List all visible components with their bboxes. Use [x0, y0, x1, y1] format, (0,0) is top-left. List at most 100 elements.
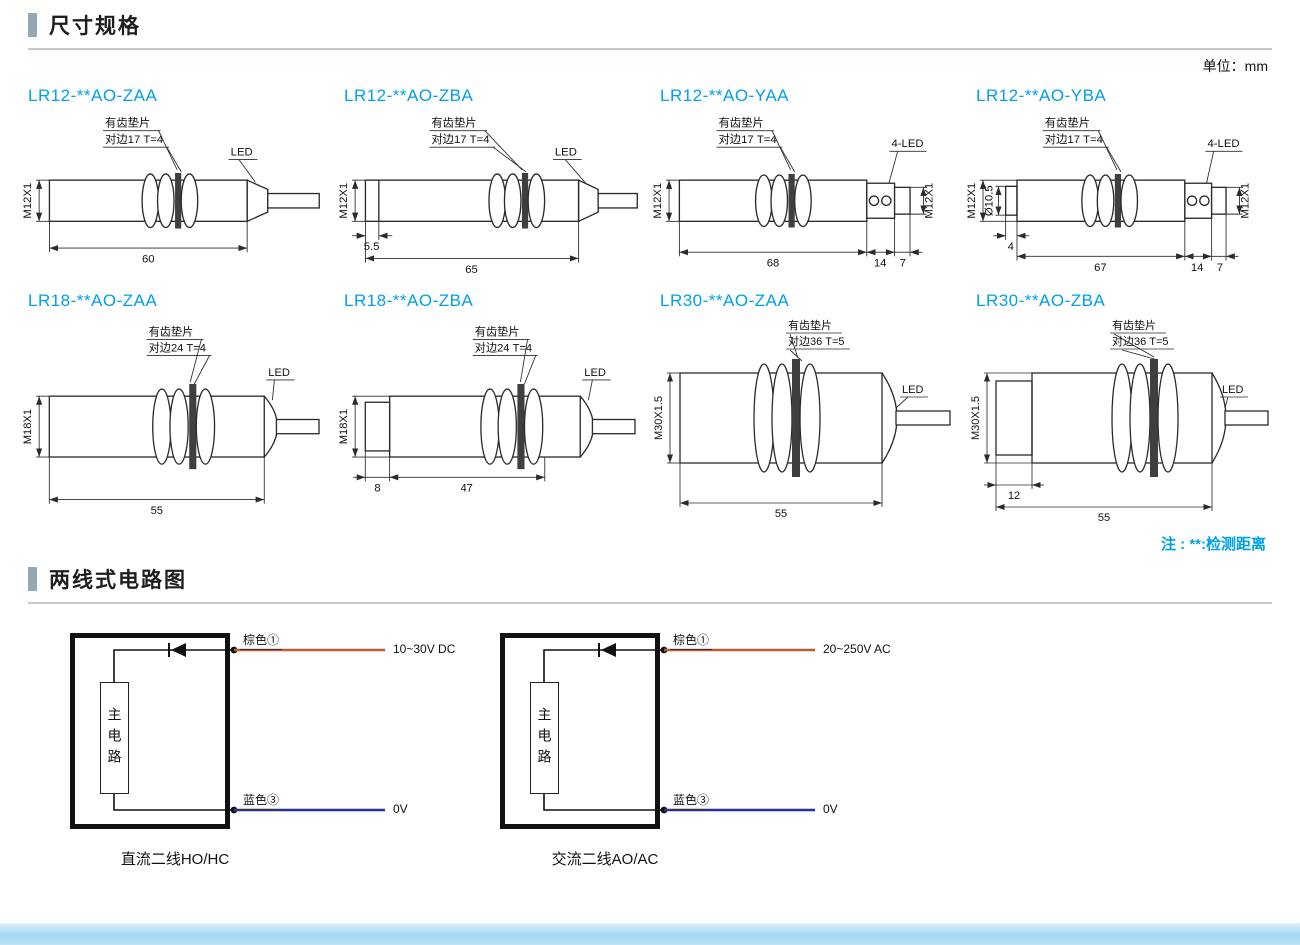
led-hole [1199, 195, 1210, 207]
cable [591, 418, 636, 435]
sleeve-dia-label: Ø10.5 [983, 185, 995, 216]
circuit-wiring [543, 643, 815, 814]
detection-distance-note: 注 : **:检测距离 [1160, 536, 1266, 553]
drawings-row-2: LR18-**AO-ZAA 有齿垫片 对边24 T=4 LED [0, 283, 1300, 529]
dimension-annotations: M12X1 5.5 65 [338, 179, 580, 276]
dimension-annotations: M12X1 M12X1 68 14 7 [652, 179, 936, 270]
length-dim: 65 [465, 264, 478, 276]
thread-rear-label: M12X1 [1240, 183, 1252, 219]
dimension-annotations: M18X1 8 47 [338, 395, 546, 494]
dimension-drawing: 有齿垫片 对边24 T=4 LED [22, 324, 320, 517]
rear-dome [881, 372, 898, 464]
flats-label: 对边17 T=4 [719, 132, 777, 146]
connector [893, 186, 911, 215]
callout-labels: 有齿垫片 对边36 T=5 LED [1110, 318, 1248, 409]
toothed-washer [792, 359, 800, 477]
dimension-drawing: 有齿垫片 对边36 T=5 LED [970, 318, 1269, 524]
led-label: LED [1222, 384, 1243, 396]
led-hole [1186, 195, 1198, 207]
sensor-outline [48, 172, 320, 229]
diode-icon [601, 643, 616, 657]
front-dim: 12 [1008, 490, 1020, 502]
length-dim: 55 [1098, 512, 1110, 524]
drawing-lr30-zba: LR30-**AO-ZBA 有齿垫片 对边36 T=5 LED [966, 283, 1282, 529]
thread-label: M30X1.5 [653, 396, 665, 440]
brown-wire-label: 棕色① [240, 631, 283, 650]
toothed-washer [788, 173, 795, 228]
blue-wire-label: 蓝色③ [240, 791, 283, 810]
circuit-ac: 主电路 棕色① 20~250V AC 蓝色③ 0V 交流二线AO/AC [490, 618, 910, 869]
length-dim: 60 [142, 254, 155, 266]
flats-label: 对边24 T=4 [475, 341, 532, 355]
length-dim: 55 [151, 505, 163, 517]
zero-volt-label: 0V [393, 802, 408, 816]
dimension-annotations: M30X1.5 12 55 [970, 372, 1213, 524]
sensor-outline [678, 173, 911, 228]
length-dim: 68 [767, 258, 780, 270]
main-circuit-block: 主电路 [530, 682, 559, 794]
washer-label: 有齿垫片 [788, 318, 832, 332]
drawing-lr12-zaa: LR12-**AO-ZAA 有齿垫片 对边17 T=4 LED [18, 78, 334, 279]
connector-dim: 7 [1217, 262, 1223, 274]
front-dim: 8 [374, 482, 380, 494]
led-band-dim: 14 [874, 258, 887, 270]
led-label: LED [268, 367, 290, 379]
dimension-annotations: M12X1 Ø10.5 M12X1 4 [966, 179, 1252, 274]
thread-label: M18X1 [338, 409, 350, 444]
flats-label: 对边36 T=5 [788, 334, 845, 348]
sensor-outline [1004, 173, 1227, 228]
cable [597, 192, 638, 209]
led-label: LED [555, 146, 577, 158]
rear-dome [263, 395, 278, 458]
drawing-lr18-zba: LR18-**AO-ZBA 有齿垫片 对边24 T=4 LED [334, 283, 650, 529]
dimension-drawing: 有齿垫片 对边24 T=4 LED [338, 324, 636, 494]
dimension-annotations: M18X1 55 [22, 395, 265, 517]
dimension-drawing: 有齿垫片 对边17 T=4 4-LED [652, 116, 936, 270]
blue-wire-label: 蓝色③ [670, 791, 713, 810]
cable [267, 192, 320, 209]
led-label: 4-LED [892, 138, 924, 150]
connector [1210, 186, 1227, 215]
drawing-title: LR18-**AO-ZBA [344, 291, 474, 310]
section-accent-bar [28, 567, 37, 591]
dimension-annotations: M30X1.5 55 [653, 372, 883, 520]
flats-label: 对边24 T=4 [149, 341, 206, 355]
cable [275, 418, 320, 435]
cable [1224, 410, 1269, 426]
led-band [866, 182, 896, 219]
toothed-washer [1150, 359, 1158, 477]
sensor-outline [48, 384, 320, 470]
flats-label: 对边17 T=4 [105, 132, 163, 146]
drawing-title: LR12-**AO-YBA [976, 86, 1107, 105]
washer-label: 有齿垫片 [105, 116, 150, 130]
rear-dome [579, 395, 594, 458]
front-dim: 4 [1008, 241, 1014, 253]
toothed-washer [517, 384, 525, 470]
circuit-caption: 交流二线AO/AC [551, 851, 659, 868]
washer-label: 有齿垫片 [149, 324, 194, 338]
connector-dim: 7 [900, 258, 906, 270]
drawing-title: LR30-**AO-ZAA [660, 291, 790, 310]
length-dim: 55 [775, 508, 787, 520]
circuit-outer-box [500, 633, 660, 829]
brown-wire-label: 棕色① [670, 631, 713, 650]
callout-labels: 有齿垫片 对边17 T=4 LED [429, 116, 587, 184]
drawing-title: LR18-**AO-ZAA [28, 291, 158, 310]
section-title-dimensions: 尺寸规格 [49, 15, 141, 38]
unit-label: 单位：mm [1202, 58, 1268, 74]
front-sleeve [1004, 185, 1018, 216]
cable [895, 410, 951, 426]
toothed-washer [189, 384, 197, 470]
callout-labels: 有齿垫片 对边36 T=5 LED [786, 318, 928, 409]
circuit-canvas: 主电路 棕色① 20~250V AC 蓝色③ 0V [490, 618, 910, 840]
flats-label: 对边17 T=4 [1045, 132, 1103, 146]
drawing-title: LR12-**AO-ZBA [344, 86, 474, 105]
drawings-row-1: LR12-**AO-ZAA 有齿垫片 对边17 T=4 LED [0, 78, 1300, 279]
callout-labels: 有齿垫片 对边24 T=4 LED [146, 324, 295, 401]
section-title-circuits: 两线式电路图 [49, 569, 187, 592]
length-dim: 47 [460, 482, 472, 494]
dimension-annotations: M12X1 60 [22, 179, 248, 266]
thread-label: M12X1 [22, 183, 34, 219]
length-dim: 67 [1094, 262, 1107, 274]
